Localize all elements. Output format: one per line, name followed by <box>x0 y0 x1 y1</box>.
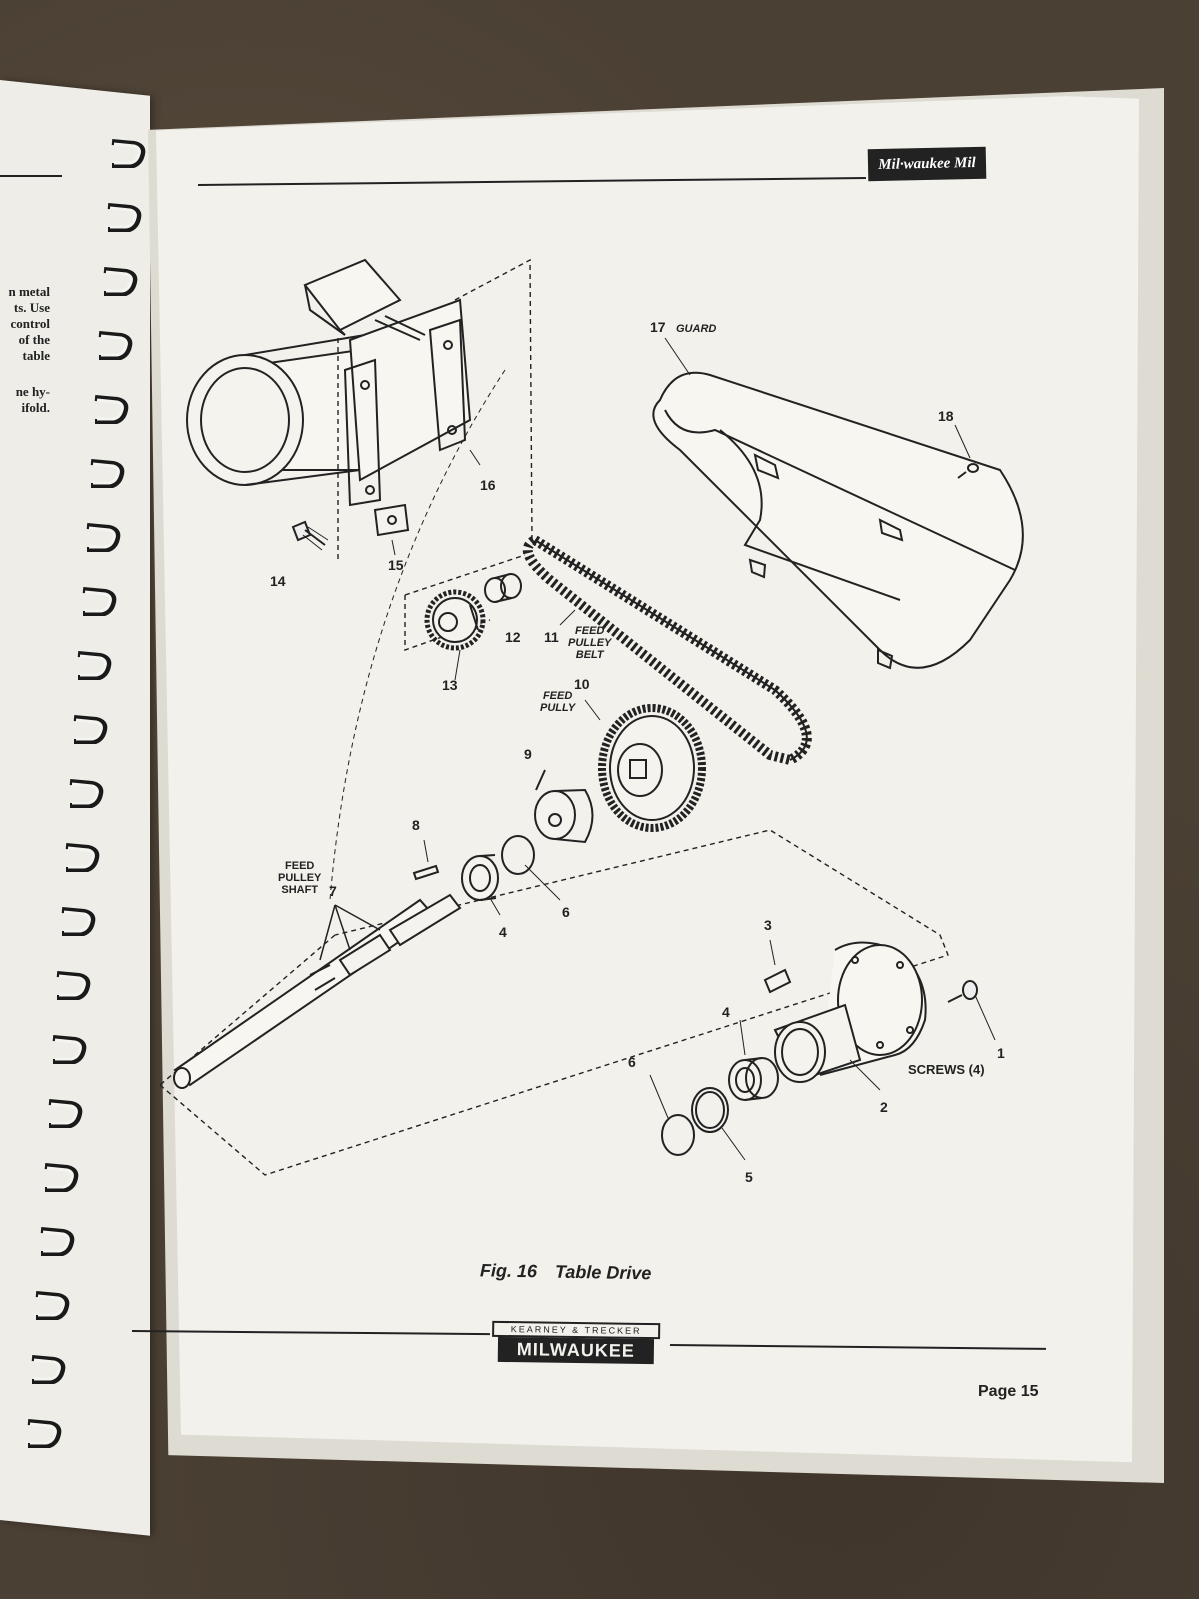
part-11-belt <box>522 534 812 766</box>
motor-assembly <box>186 258 472 507</box>
kearney-trecker-logo: KEARNEY & TRECKER MILWAUKEE <box>492 1320 661 1365</box>
callout-8: 8 <box>412 817 420 833</box>
left-page-text: n metal ts. Use control of the table ne … <box>0 284 50 416</box>
callout-1: 1 <box>997 1045 1005 1061</box>
label-line: FEED <box>285 860 315 872</box>
part-2-housing <box>773 941 927 1091</box>
left-line: ifold. <box>21 400 50 415</box>
callout-9: 9 <box>524 746 532 762</box>
callout-11: 11 <box>544 629 559 645</box>
binding-ring <box>94 395 129 424</box>
callout-5: 5 <box>745 1169 753 1185</box>
part-17-guard <box>652 371 1024 670</box>
binding-ring <box>107 203 142 232</box>
figure-number: Fig. 16 <box>479 1260 538 1282</box>
binding-ring <box>82 587 116 616</box>
callout-6-lower: 6 <box>628 1054 636 1070</box>
part-9-flange <box>534 769 594 844</box>
binding-ring <box>57 971 91 1000</box>
label-line: PULLY <box>540 702 576 714</box>
part-3-pin <box>763 939 792 994</box>
callout-14: 14 <box>270 573 286 589</box>
binding-ring <box>52 1035 87 1064</box>
binding-ring <box>73 715 108 744</box>
part-5-ring <box>691 1087 729 1133</box>
part-6-ring-upper <box>501 835 535 875</box>
binding-ring <box>40 1227 74 1256</box>
part-18-screw <box>954 424 979 479</box>
label-line: PULLEY <box>278 872 322 884</box>
binding-ring <box>61 907 95 936</box>
binding-ring <box>69 779 104 808</box>
binding-ring <box>99 331 133 360</box>
binding-ring <box>48 1099 83 1128</box>
part-13-gear <box>424 589 486 651</box>
callout-13: 13 <box>442 677 458 693</box>
part-8-key <box>412 839 440 881</box>
binding-ring <box>44 1163 79 1192</box>
part-1-screw <box>947 980 996 1041</box>
label-guard: GUARD <box>676 323 717 335</box>
part-10-feed-pulley <box>598 704 706 832</box>
binding-ring <box>103 267 137 296</box>
binding-ring <box>111 139 146 168</box>
label-feed-pully: FEED PULLY <box>540 690 575 714</box>
callout-10: 10 <box>574 676 590 692</box>
binding-ring <box>36 1291 70 1320</box>
callout-2: 2 <box>880 1099 888 1115</box>
figure-caption: Fig. 16 Table Drive <box>480 1260 670 1284</box>
label-line: FEED <box>575 625 605 637</box>
left-line: of the <box>18 332 50 347</box>
part-7-shaft <box>173 893 462 1089</box>
logo-bottom-text: MILWAUKEE <box>497 1336 655 1365</box>
binding-ring <box>27 1419 62 1448</box>
callout-6-upper: 6 <box>562 904 570 920</box>
callout-12: 12 <box>505 629 521 645</box>
left-page-rule <box>0 175 62 177</box>
label-line: SHAFT <box>281 884 319 896</box>
label-line: FEED <box>542 690 573 702</box>
part-14-bolt <box>291 520 329 551</box>
label-line: PULLEY <box>568 637 612 649</box>
part-4-bearing-upper <box>461 854 501 916</box>
callout-7: 7 <box>329 883 337 899</box>
part-4-bearing-lower <box>728 1019 779 1101</box>
callout-16: 16 <box>480 477 496 493</box>
callout-17: 17 <box>650 319 666 335</box>
left-line: table <box>22 348 50 363</box>
part-15-plate <box>373 503 410 537</box>
left-line: control <box>10 316 50 331</box>
binding-ring <box>65 843 100 872</box>
callout-18: 18 <box>938 408 954 424</box>
label-feed-pulley-shaft: FEED PULLEY SHAFT <box>278 860 321 896</box>
callout-3: 3 <box>764 917 772 933</box>
left-line: n metal <box>8 284 50 299</box>
callout-15: 15 <box>388 557 404 573</box>
callout-4-upper: 4 <box>499 924 507 940</box>
figure-title: Table Drive <box>554 1261 652 1284</box>
binding-ring <box>78 651 112 680</box>
binding-ring <box>90 459 125 488</box>
page-number: Page 15 <box>978 1383 1039 1400</box>
part-6-ring-lower <box>661 1114 695 1156</box>
label-screws: SCREWS (4) <box>908 1062 985 1077</box>
left-line: ts. Use <box>13 300 50 315</box>
part-12-bushing <box>484 573 522 603</box>
label-line: BELT <box>575 649 604 661</box>
callout-4-lower: 4 <box>722 1004 730 1020</box>
binding-ring <box>31 1355 66 1384</box>
binding-ring <box>86 523 121 552</box>
left-line: ne hy- <box>15 384 50 399</box>
label-feed-pulley-belt: FEED PULLEY BELT <box>568 625 611 661</box>
